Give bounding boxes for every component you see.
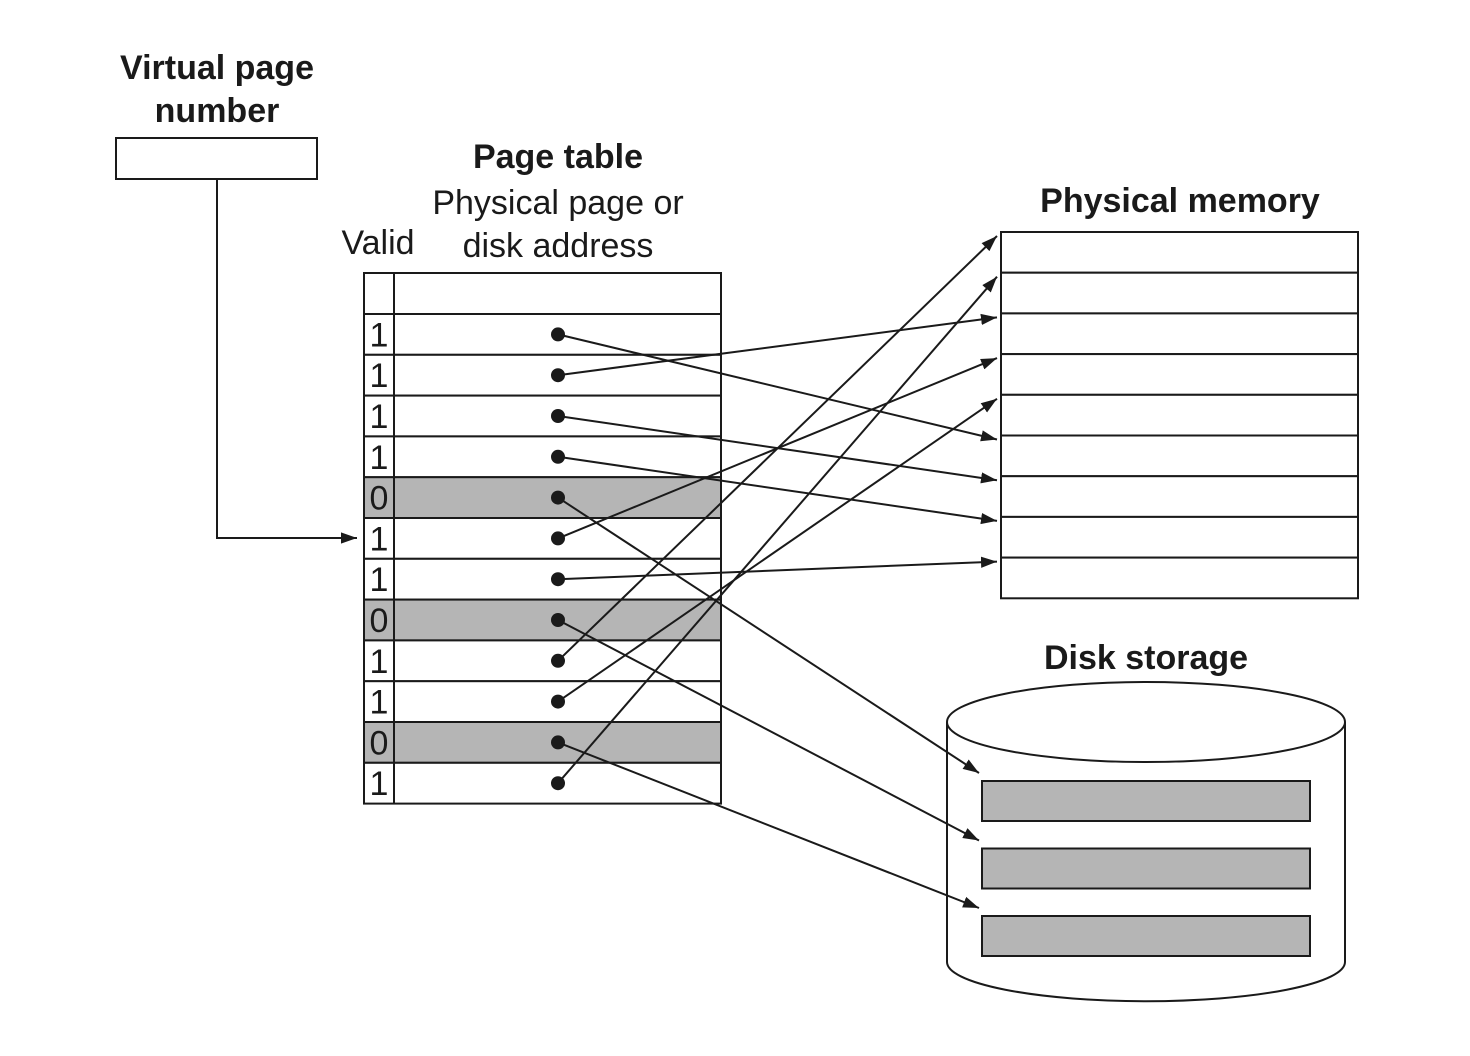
virtual-page-number-arrow bbox=[216, 179, 357, 544]
disk-block bbox=[981, 847, 1311, 890]
page-table-entry-dot bbox=[551, 327, 565, 342]
page-table-entry-dot bbox=[551, 694, 565, 709]
virtual-page-number-box bbox=[115, 137, 318, 180]
address-column-header-line-2: disk address bbox=[463, 227, 654, 265]
valid-bit: 1 bbox=[370, 684, 389, 722]
arrow-to-disk bbox=[557, 619, 980, 842]
disk-cylinder-top bbox=[946, 681, 1346, 763]
page-table-entry-dot bbox=[551, 531, 565, 546]
arrow-to-physical-memory bbox=[557, 235, 998, 662]
physical-memory bbox=[1000, 231, 1359, 600]
virtual-page-number-title-line-2: number bbox=[155, 92, 280, 130]
arrow-to-physical-memory bbox=[557, 276, 998, 784]
page-table-row-valid bbox=[363, 435, 722, 479]
valid-column-header: Valid bbox=[341, 224, 414, 262]
page-table-entry-dot bbox=[551, 490, 565, 505]
page-table-row-invalid bbox=[363, 598, 722, 642]
disk-block bbox=[981, 915, 1311, 957]
page-table-row-valid bbox=[363, 761, 722, 805]
disk-storage-title: Disk storage bbox=[1044, 639, 1248, 677]
physical-memory-slot bbox=[1000, 271, 1359, 315]
page-table-row-invalid bbox=[363, 721, 722, 764]
page-table-entry-dot bbox=[551, 572, 565, 587]
arrow-to-physical-memory bbox=[557, 397, 998, 703]
mapping-arrows bbox=[551, 235, 998, 909]
page-table-entry-dot bbox=[551, 368, 565, 383]
valid-bit: 1 bbox=[370, 316, 389, 354]
valid-bit: 0 bbox=[370, 724, 389, 762]
physical-memory-slot bbox=[1000, 353, 1359, 396]
page-table-entry-dot bbox=[551, 653, 565, 668]
physical-memory-title: Physical memory bbox=[1040, 182, 1320, 220]
page-table-row-valid bbox=[363, 557, 722, 601]
arrow-to-physical-memory bbox=[557, 313, 998, 377]
physical-memory-slot bbox=[1000, 475, 1359, 518]
valid-bit: 1 bbox=[370, 765, 389, 803]
page-table-header-row bbox=[363, 272, 722, 315]
page-table-row-valid bbox=[363, 313, 722, 356]
valid-bit: 0 bbox=[370, 480, 389, 518]
page-table-row-valid bbox=[363, 394, 722, 438]
valid-bit: 1 bbox=[370, 357, 389, 395]
address-column-header-line-1: Physical page or bbox=[432, 184, 683, 222]
valid-bit: 1 bbox=[370, 643, 389, 681]
arrow-to-physical-memory bbox=[557, 556, 998, 581]
valid-bit: 1 bbox=[370, 561, 389, 599]
page-table-row-valid bbox=[363, 517, 722, 560]
page-table-entry-dot bbox=[551, 776, 565, 791]
physical-memory-slot bbox=[1000, 434, 1359, 478]
disk-storage bbox=[946, 681, 1346, 1003]
virtual-page-number-title-line-1: Virtual page bbox=[120, 49, 314, 87]
disk-block bbox=[981, 780, 1311, 822]
arrow-to-disk bbox=[557, 741, 980, 909]
page-table-entry-dot bbox=[551, 449, 565, 464]
valid-bit: 1 bbox=[370, 398, 389, 436]
physical-memory-slot bbox=[1000, 312, 1359, 356]
page-table-row-valid bbox=[363, 680, 722, 724]
physical-memory-slot bbox=[1000, 556, 1359, 600]
page-table-entry-dot bbox=[551, 613, 565, 627]
physical-memory-slot bbox=[1000, 515, 1359, 559]
arrow-to-physical-memory bbox=[557, 333, 998, 442]
valid-bit: 0 bbox=[370, 602, 389, 640]
valid-bit: 1 bbox=[370, 520, 389, 558]
page-table-row-valid bbox=[363, 639, 722, 683]
page-table-title: Page table bbox=[473, 138, 643, 176]
page-table-entry-dot bbox=[551, 409, 565, 423]
arrow-to-physical-memory bbox=[557, 455, 998, 525]
valid-bit: 1 bbox=[370, 439, 389, 477]
physical-memory-slot bbox=[1000, 231, 1359, 274]
arrow-to-disk bbox=[557, 496, 980, 774]
page-table-row-invalid bbox=[363, 476, 722, 520]
physical-memory-slot bbox=[1000, 393, 1359, 437]
page-table-entry-dot bbox=[551, 735, 565, 750]
